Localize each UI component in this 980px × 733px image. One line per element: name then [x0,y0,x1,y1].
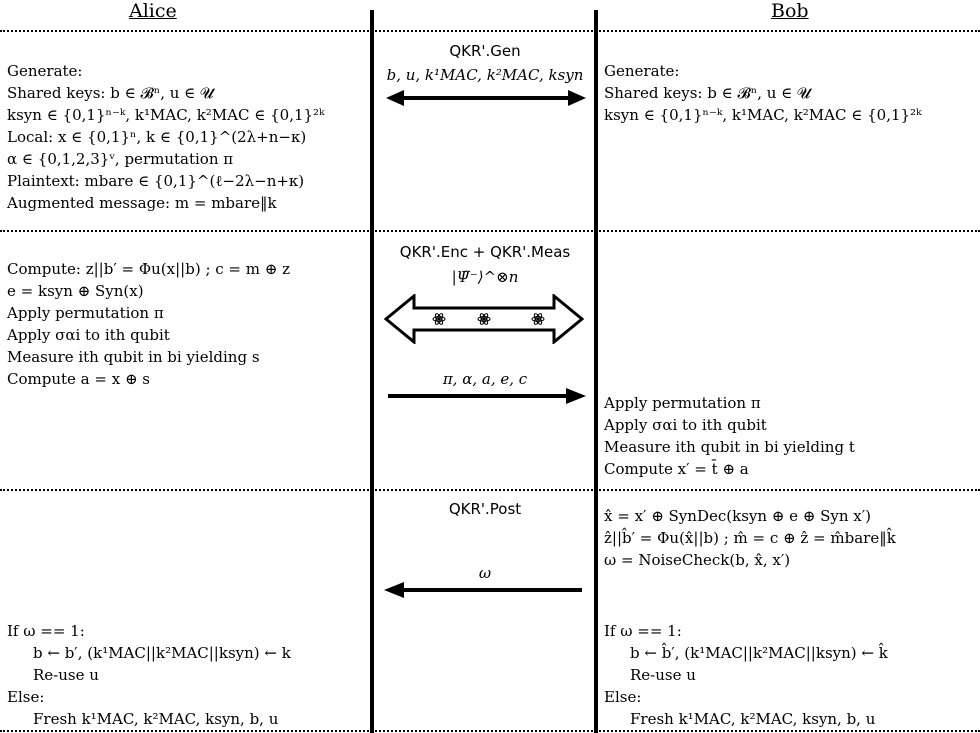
bob-post-line: ω = NoiseCheck(b, x̂, x′) [604,551,791,569]
bob-header: Bob [771,0,809,22]
bob-gen-line: ksyn ∈ {0,1}ⁿ⁻ᵏ, k¹MAC, k²MAC ∈ {0,1}²ᵏ [604,106,922,124]
bob-enc-block: Apply permutation π Apply σαi to ith qub… [604,392,855,480]
bob-post-line: If ω == 1: [604,622,682,640]
bob-post-line: Else: [604,688,642,706]
alice-enc-line: Apply σαi to ith qubit [7,326,170,344]
bob-gen-block: Generate: Shared keys: b ∈ 𝓑ⁿ, u ∈ 𝓤 ksy… [604,60,922,126]
separator-gen-enc [0,230,980,232]
qubit-atom-icon [477,313,491,325]
bob-enc-line: Apply σαi to ith qubit [604,416,767,434]
alice-to-bob-arrow [388,388,586,404]
bob-gen-line: Shared keys: b ∈ 𝓑ⁿ, u ∈ 𝓤 [604,84,811,102]
alice-column-divider [370,10,374,733]
bob-column-divider [594,10,598,733]
qubit-atom-icon [432,313,446,325]
bob-gen-line: Generate: [604,62,680,80]
alice-post-line: Re-use u [33,666,99,684]
alice-enc-line: Measure ith qubit in bi yielding s [7,348,260,366]
alice-gen-line: Generate: [7,62,83,80]
bob-enc-line: Compute x′ = t̄ ⊕ a [604,460,749,478]
separator-enc-post [0,489,980,491]
quantum-channel-arrow [384,294,584,344]
gen-message-label: b, u, k¹MAC, k²MAC, ksyn [386,66,584,84]
bob-post-line: b ← b̂′, (k¹MAC||k²MAC||ksyn) ← k̂ [630,644,888,662]
alice-header: Alice [129,0,177,22]
bob-post-line: Re-use u [630,666,696,684]
alice-enc-line: e = ksyn ⊕ Syn(x) [7,282,144,300]
alice-post-line: If ω == 1: [7,622,85,640]
bob-post-top-block: x̂ = x′ ⊕ SynDec(ksyn ⊕ e ⊕ Syn x′) ẑ||b… [604,505,896,571]
alice-enc-line: Compute a = x ⊕ s [7,370,150,388]
alice-gen-line: Augmented message: m = mbare‖k [7,194,277,212]
separator-top [0,30,980,32]
alice-post-line: b ← b′, (k¹MAC||k²MAC||ksyn) ← k [33,644,291,662]
alice-post-block: If ω == 1: b ← b′, (k¹MAC||k²MAC||ksyn) … [7,620,291,730]
alice-enc-line: Apply permutation π [7,304,164,322]
alice-gen-line: ksyn ∈ {0,1}ⁿ⁻ᵏ, k¹MAC, k²MAC ∈ {0,1}²ᵏ [7,106,325,124]
alice-enc-line: Compute: z||b′ = Φu(x||b) ; c = m ⊕ z [7,260,291,278]
bob-enc-line: Apply permutation π [604,394,761,412]
alice-gen-block: Generate: Shared keys: b ∈ 𝓑ⁿ, u ∈ 𝓤 ksy… [7,60,325,214]
gen-phase-title: QKR'.Gen [449,42,521,60]
entangled-state-label: |Ψ̃⁻⟩^⊗n [451,268,519,286]
alice-gen-line: Shared keys: b ∈ 𝓑ⁿ, u ∈ 𝓤 [7,84,214,102]
alice-gen-line: α ∈ {0,1,2,3}ᵛ, permutation π [7,150,234,168]
alice-post-line: Else: [7,688,45,706]
alice-post-line: Fresh k¹MAC, k²MAC, ksyn, b, u [33,710,279,728]
alice-gen-line: Local: x ∈ {0,1}ⁿ, k ∈ {0,1}^(2λ+n−κ) [7,128,307,146]
bob-post-line: ẑ||b̂′ = Φu(x̂||b) ; m̂ = c ⊕ ẑ = m̂bare… [604,529,896,547]
bob-post-line: x̂ = x′ ⊕ SynDec(ksyn ⊕ e ⊕ Syn x′) [604,507,872,525]
separator-bottom [0,730,980,732]
bob-to-alice-arrow [384,582,582,598]
enc-phase-title: QKR'.Enc + QKR'.Meas [399,243,571,261]
post-message-label: ω [478,564,492,582]
post-phase-title: QKR'.Post [448,500,522,518]
bob-post-bottom-block: If ω == 1: b ← b̂′, (k¹MAC||k²MAC||ksyn)… [604,620,888,730]
qubit-atom-icon [531,313,545,325]
bob-enc-line: Measure ith qubit in bi yielding t [604,438,855,456]
alice-enc-block: Compute: z||b′ = Φu(x||b) ; c = m ⊕ z e … [7,258,290,390]
alice-gen-line: Plaintext: mbare ∈ {0,1}^(ℓ−2λ−n+κ) [7,172,305,190]
gen-double-arrow [386,90,586,106]
enc-message-label: π, α, a, e, c [442,370,528,388]
bob-post-line: Fresh k¹MAC, k²MAC, ksyn, b, u [630,710,876,728]
